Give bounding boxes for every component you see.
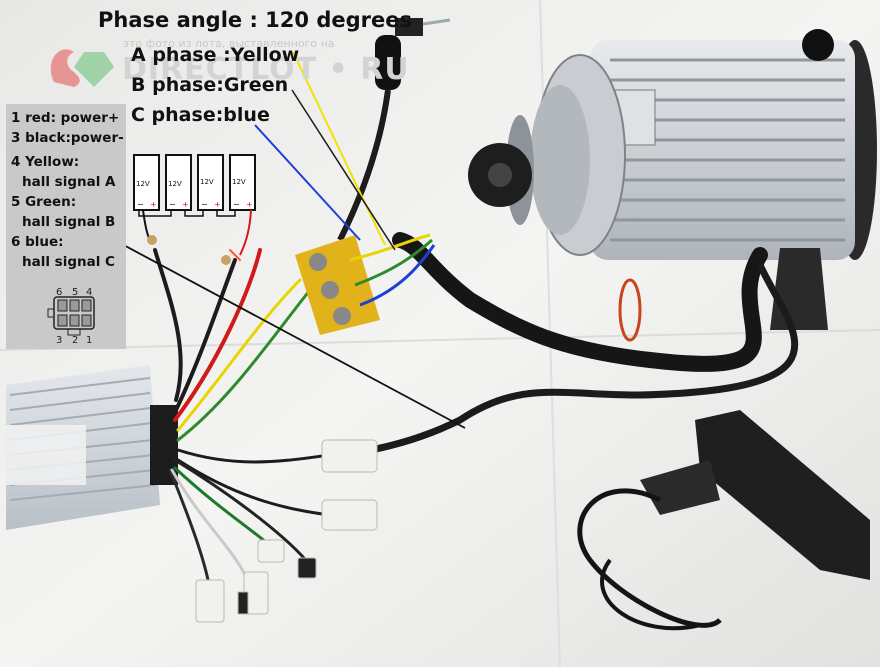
motor-cable (392, 232, 768, 372)
ignition-switch (337, 18, 451, 242)
watermark-brand: DIRECTLOT • RU (122, 52, 410, 87)
legend-line-hall-a: hall signal A (22, 174, 116, 190)
legend-line-yellow: 4 Yellow: (11, 154, 80, 170)
phase-a-label: A phase :Yellow (131, 44, 300, 66)
legend-line-red: 1 red: power+ (11, 110, 120, 126)
svg-text:−: − (169, 200, 176, 209)
battery-label-2: 12V (168, 180, 182, 188)
motor (468, 29, 877, 330)
legend-line-blue: 6 blue: (11, 234, 64, 250)
legend-line-hall-b: hall signal B (22, 214, 116, 230)
phase-c-pointer (254, 124, 361, 241)
pin-label-1: 1 (86, 335, 93, 346)
battery-label-4: 12V (232, 178, 246, 186)
throttle-grip (577, 410, 870, 631)
legend-line-black: 3 black:power- (11, 130, 124, 146)
pin-label-2: 2 (72, 335, 79, 346)
svg-text:+: + (246, 200, 253, 209)
wire-legend-panel: 1 red: power+ 3 black:power- 4 Yellow: h… (6, 104, 126, 349)
terminal-block (295, 233, 436, 335)
battery-label-1: 12V (136, 180, 150, 188)
watermark-caption: это фото из лота, выставленного на (123, 37, 335, 50)
svg-text:−: − (137, 200, 144, 209)
svg-text:+: + (150, 200, 157, 209)
svg-text:+: + (182, 200, 189, 209)
legend-line-hall-c: hall signal C (22, 254, 115, 270)
svg-text:−: − (233, 200, 240, 209)
svg-text:−: − (201, 200, 208, 209)
connector-plugs (195, 439, 378, 623)
connector-pinout-diagram (47, 296, 95, 336)
pin-label-3: 3 (56, 335, 63, 346)
phase-b-pointer (291, 89, 396, 251)
legend-line-green: 5 Green: (11, 194, 77, 210)
svg-text:+: + (214, 200, 221, 209)
phase-angle-title: Phase angle : 120 degrees (98, 8, 412, 32)
pin-label-5: 5 (72, 287, 79, 298)
phase-b-label: B phase:Green (131, 74, 289, 96)
phase-a-pointer (292, 51, 386, 246)
pin-label-4: 4 (86, 287, 93, 298)
battery-pack: + + + + − − − − (133, 154, 256, 265)
watermark-squirrel-logo (50, 49, 114, 87)
phase-c-label: C phase:blue (131, 104, 270, 126)
battery-label-3: 12V (200, 178, 214, 186)
controller-box (6, 365, 178, 530)
hall-pointer (117, 241, 466, 429)
pin-label-6: 6 (56, 287, 63, 298)
